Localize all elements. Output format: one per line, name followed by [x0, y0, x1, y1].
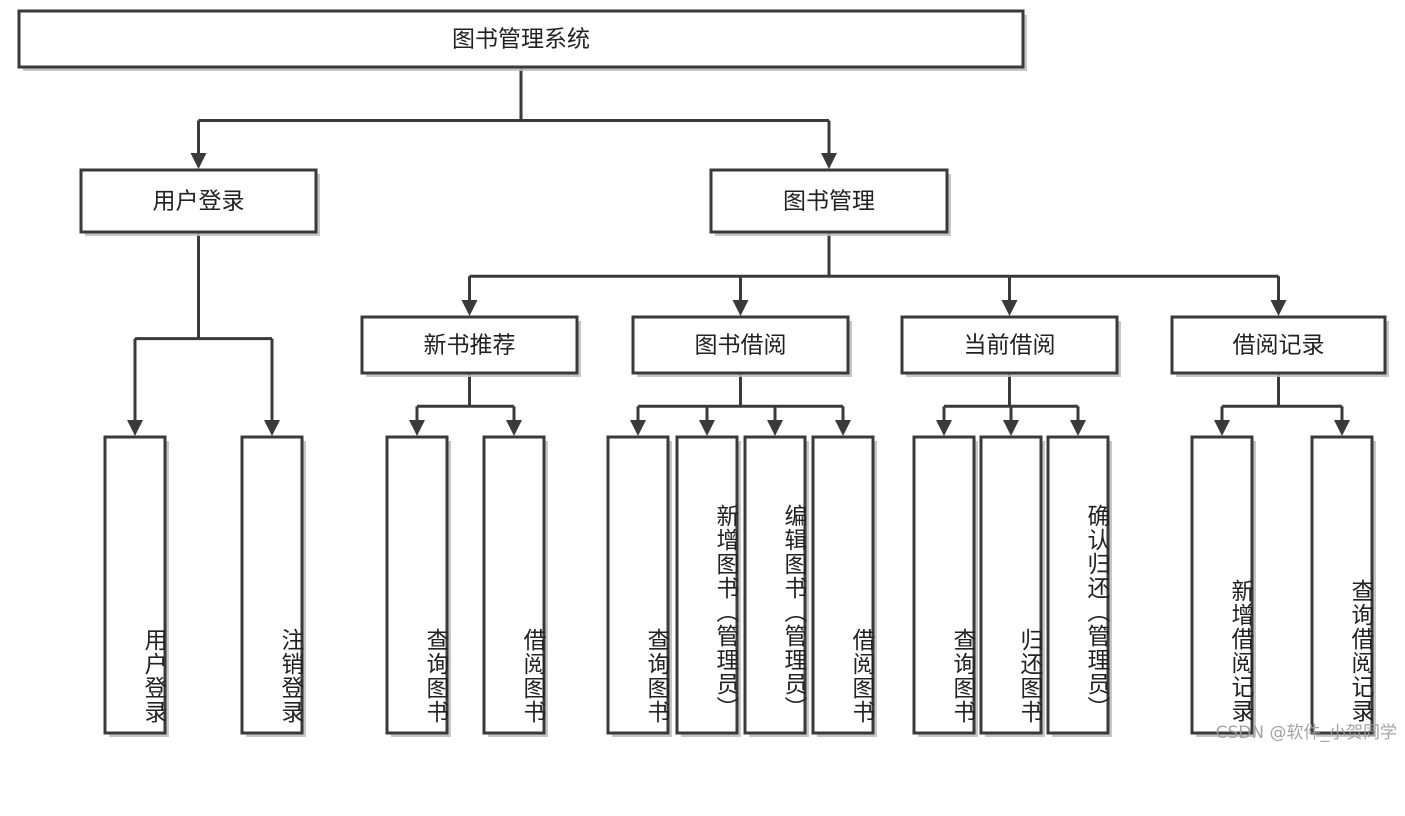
- node-box-leaf-user-login[interactable]: [103, 435, 167, 735]
- node-box-leaf-query-book-cb[interactable]: [912, 435, 976, 735]
- arrow-head-icon: [190, 153, 207, 169]
- arrow-head-icon: [1070, 420, 1086, 436]
- arrow-head-icon: [264, 420, 280, 436]
- node-box-leaf-edit-book[interactable]: [743, 435, 807, 735]
- edges-layer: [127, 67, 1350, 436]
- arrow-head-icon: [1214, 420, 1230, 436]
- node-label-book-manage: 图书管理: [783, 189, 875, 215]
- arrow-head-icon: [1270, 300, 1287, 316]
- node-box-root[interactable]: [17, 9, 1025, 69]
- arrow-head-icon: [732, 300, 749, 316]
- node-box-leaf-query-book-bb[interactable]: [606, 435, 670, 735]
- node-box-new-book-recommend[interactable]: [360, 315, 579, 375]
- node-label-user-login: 用户登录: [153, 189, 245, 215]
- node-label-book-borrow: 图书借阅: [695, 333, 787, 359]
- arrow-head-icon: [461, 300, 478, 316]
- arrow-head-icon: [1334, 420, 1350, 436]
- arrow-head-icon: [767, 420, 783, 436]
- flowchart-canvas: 图书管理系统用户登录图书管理新书推荐图书借阅当前借阅借阅记录 用户登录注销登录查…: [17, 9, 1397, 743]
- arrow-head-icon: [409, 420, 425, 436]
- node-label-new-book-recommend: 新书推荐: [424, 333, 516, 359]
- arrow-head-icon: [1001, 300, 1018, 316]
- node-box-leaf-return-book[interactable]: [979, 435, 1043, 735]
- node-box-current-borrow[interactable]: [900, 315, 1119, 375]
- arrow-head-icon: [936, 420, 952, 436]
- node-box-leaf-confirm-return[interactable]: [1046, 435, 1110, 735]
- node-box-book-borrow[interactable]: [631, 315, 850, 375]
- node-label-current-borrow: 当前借阅: [964, 333, 1056, 359]
- arrow-head-icon: [699, 420, 715, 436]
- node-label-root: 图书管理系统: [452, 27, 590, 53]
- node-box-leaf-user-logout[interactable]: [240, 435, 304, 735]
- arrow-head-icon: [821, 153, 837, 169]
- boxes-layer: [17, 9, 1389, 737]
- node-box-user-login[interactable]: [79, 168, 318, 234]
- node-box-leaf-add-book[interactable]: [675, 435, 739, 735]
- arrow-head-icon: [835, 420, 851, 436]
- node-label-borrow-record: 借阅记录: [1233, 333, 1325, 359]
- node-box-leaf-query-book-rec[interactable]: [385, 435, 449, 735]
- arrow-head-icon: [506, 420, 522, 436]
- watermark: CSDN @软件_小贺同学: [1215, 723, 1397, 743]
- arrow-head-icon: [127, 420, 143, 436]
- node-box-leaf-query-record[interactable]: [1310, 435, 1374, 735]
- arrow-head-icon: [630, 420, 646, 436]
- node-box-borrow-record[interactable]: [1170, 315, 1387, 375]
- node-box-leaf-add-record[interactable]: [1190, 435, 1254, 735]
- node-box-leaf-borrow-book-rec[interactable]: [482, 435, 546, 735]
- node-box-book-manage[interactable]: [709, 168, 949, 234]
- node-box-leaf-borrow-book-bb[interactable]: [811, 435, 875, 735]
- arrow-head-icon: [1003, 420, 1019, 436]
